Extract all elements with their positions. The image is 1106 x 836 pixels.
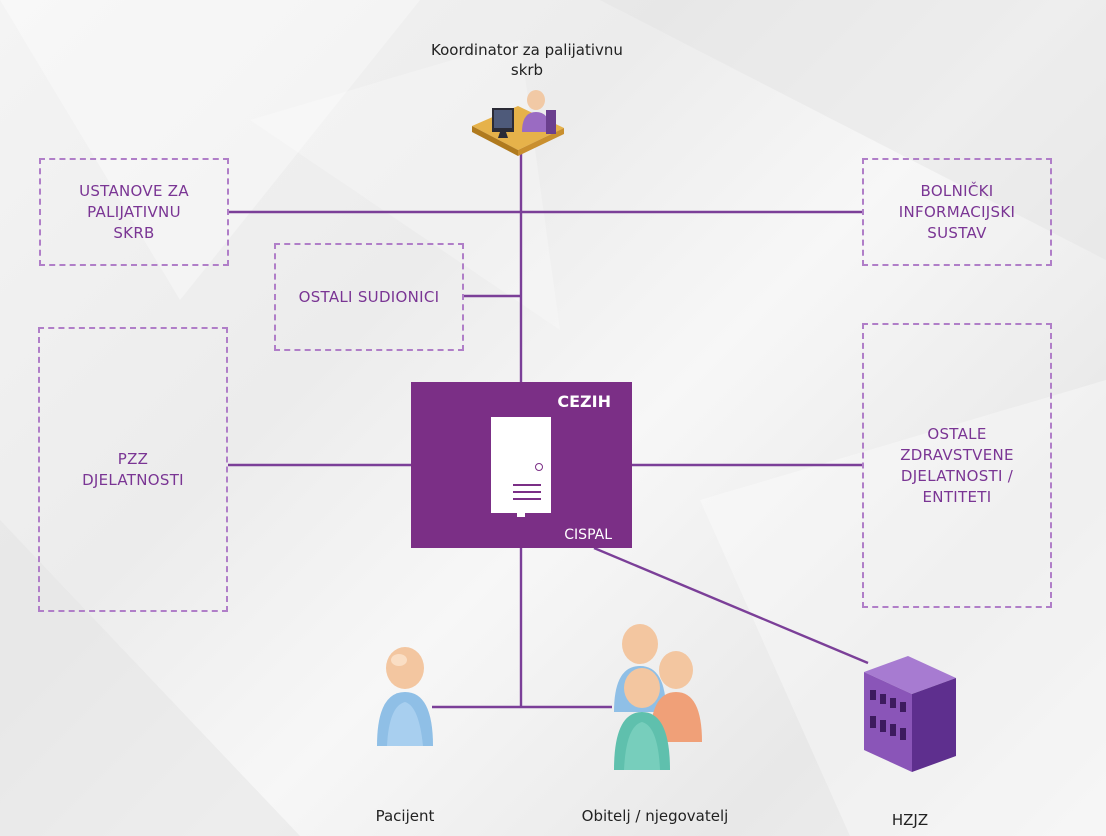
box-ostali-sudionici[interactable]: OSTALI SUDIONICI [274, 243, 464, 351]
server-icon [491, 417, 551, 517]
cezih-block[interactable]: CEZIH CISPAL [411, 382, 632, 548]
box-ustanove-palijativna-skrb[interactable]: USTANOVE ZA PALIJATIVNU SKRB [39, 158, 229, 266]
building-icon [864, 656, 956, 772]
family-caregiver-icon [614, 624, 702, 770]
cezih-title: CEZIH [557, 392, 611, 411]
patient-label: Pacijent [375, 807, 435, 825]
cispal-label: CISPAL [564, 527, 612, 543]
coordinator-label: Koordinator za palijativnu skrb [431, 41, 623, 79]
coordinator-workstation-icon [472, 90, 564, 156]
hzjz-label: HZJZ [891, 811, 929, 829]
family-label: Obitelj / njegovatelj [581, 807, 729, 825]
box-bolnicki-informacijski-sustav[interactable]: BOLNIČKI INFORMACIJSKI SUSTAV [862, 158, 1052, 266]
box-pzz-djelatnosti[interactable]: PZZ DJELATNOSTI [38, 327, 228, 612]
patient-icon [377, 647, 433, 746]
box-ostale-zdravstvene-djelatnosti[interactable]: OSTALE ZDRAVSTVENE DJELATNOSTI / ENTITET… [862, 323, 1052, 608]
